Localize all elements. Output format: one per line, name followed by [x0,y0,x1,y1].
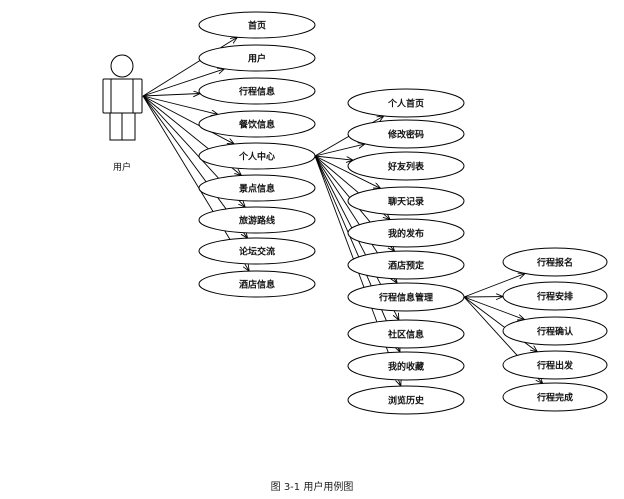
use-case-change-password: 修改密码 [347,119,465,149]
use-case-my-posts: 我的发布 [347,218,465,248]
use-case-travel-route: 旅游路线 [198,206,316,234]
use-case-ellipse [198,44,316,72]
use-case-forum: 论坛交流 [198,237,316,265]
edge-personal-center-to-change-password [314,144,365,157]
use-case-ellipse [347,319,465,349]
figure-caption: 图 3-1 用户用例图 [270,482,354,493]
edge-trip-management-to-trip-confirm [463,296,525,320]
use-case-trip-management: 行程信息管理 [347,282,465,312]
use-case-ellipse [502,350,608,380]
use-case-personal-home: 个人首页 [347,88,465,118]
actor-user: 用户 [102,54,143,173]
use-case-trip-arrange: 行程安排 [502,281,608,311]
use-case-ellipse [347,186,465,216]
use-case-label: 酒店信息 [239,279,275,291]
edge-trip-management-to-trip-signup [463,273,525,298]
edge-personal-center-to-chat-log [314,155,381,188]
edge-actor-to-home [142,37,237,97]
edge-personal-center-to-friend-list [314,155,353,160]
use-case-personal-center: 个人中心 [198,142,316,170]
use-case-label: 首页 [248,20,266,32]
use-case-label: 论坛交流 [239,246,275,258]
use-case-label: 景点信息 [239,183,275,195]
use-case-home: 首页 [198,11,316,39]
use-case-label: 修改密码 [387,129,424,141]
use-case-ellipse [347,351,465,381]
use-case-trip-info: 行程信息 [198,77,316,105]
use-case-trip-confirm: 行程确认 [502,316,608,346]
use-case-ellipse [347,88,465,118]
use-case-trip-signup: 行程报名 [502,247,608,277]
use-case-ellipse [347,250,465,280]
use-case-ellipse [198,11,316,39]
use-case-ellipse [198,270,316,298]
use-case-label: 个人首页 [387,98,424,110]
use-case-label: 浏览历史 [388,395,425,407]
edge-actor-to-trip-info [142,93,200,96]
use-case-ellipse [347,282,465,312]
use-case-label: 行程完成 [536,392,573,404]
use-case-label: 行程信息 [238,86,275,98]
use-case-label: 行程报名 [536,257,573,269]
use-case-label: 餐饮信息 [238,119,275,131]
use-case-scenic-info: 景点信息 [198,174,316,202]
use-case-ellipse [502,316,608,346]
use-case-my-favorites: 我的收藏 [347,351,465,381]
use-case-label: 行程安排 [536,291,573,303]
use-case-label: 行程出发 [536,360,574,372]
use-case-label: 行程信息管理 [378,292,433,304]
use-case-ellipse [198,110,316,138]
actor-label: 用户 [113,161,131,173]
edge-actor-to-user [142,69,225,97]
edge-actor-to-dining-info [142,95,218,114]
use-case-ellipse [347,218,465,248]
use-case-label: 聊天记录 [388,196,424,208]
use-case-ellipse [502,247,608,277]
use-case-ellipse [347,385,465,415]
use-case-ellipse [347,119,465,149]
use-case-ellipse [198,206,316,234]
use-case-label: 我的收藏 [388,361,424,373]
use-case-chat-log: 聊天记录 [347,186,465,216]
use-case-ellipse [502,281,608,311]
use-case-label: 用户 [247,53,266,65]
use-case-user: 用户 [198,44,316,72]
use-case-dining-info: 餐饮信息 [198,110,316,138]
use-case-ellipse [198,142,316,170]
use-case-label: 行程确认 [536,326,574,338]
edge-personal-center-to-my-favorites [314,155,400,352]
use-case-friend-list: 好友列表 [347,151,465,181]
use-case-trip-depart: 行程出发 [502,350,608,380]
use-case-community-info: 社区信息 [347,319,465,349]
use-case-label: 社区信息 [387,329,424,341]
use-case-ellipse [347,151,465,181]
use-case-ellipse [502,382,608,412]
use-case-ellipse [198,237,316,265]
stick-figure-actor-icon [102,54,143,141]
edge-actor-to-personal-center [142,95,234,144]
use-case-label: 旅游路线 [239,215,275,227]
use-case-trip-complete: 行程完成 [502,382,608,412]
use-case-ellipse [198,174,316,202]
use-case-hotel-info: 酒店信息 [198,270,316,298]
use-case-browse-history: 浏览历史 [347,385,465,415]
use-case-hotel-booking: 酒店预定 [347,250,465,280]
use-case-ellipse [198,77,316,105]
use-case-label: 好友列表 [387,161,425,173]
use-case-label: 酒店预定 [388,260,425,272]
use-case-label: 个人中心 [238,151,275,163]
use-case-label: 我的发布 [388,228,424,240]
